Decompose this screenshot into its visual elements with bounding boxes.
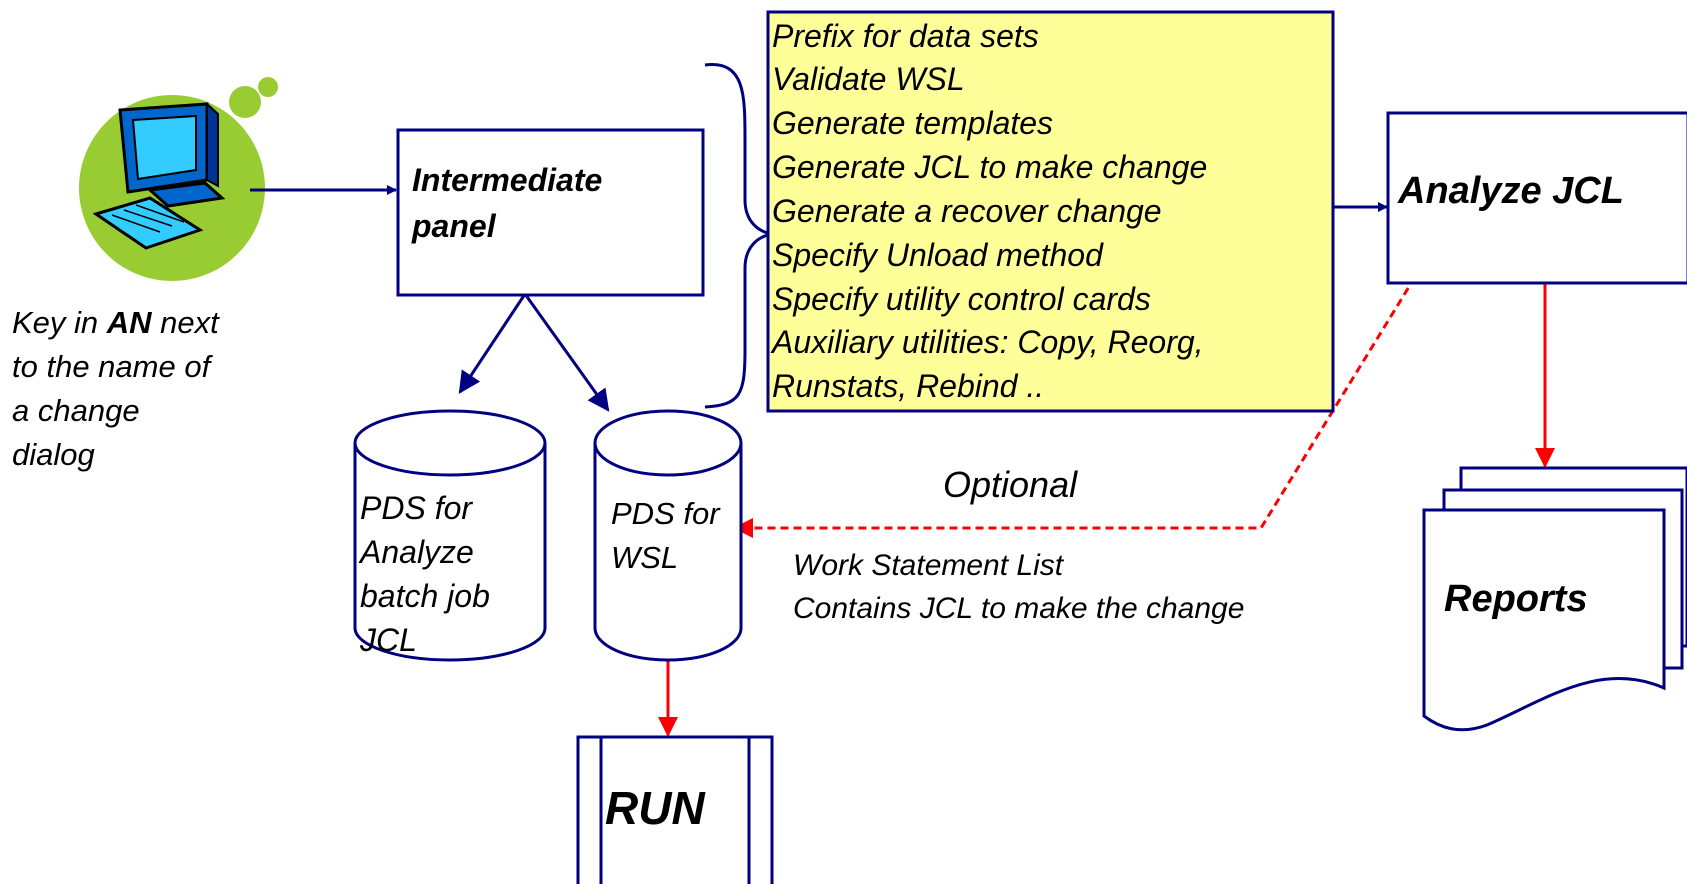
analyze-jcl-label: Analyze JCL [1397,170,1624,212]
pds-analyze-label: Analyze [358,534,474,570]
wsl-note-line: Contains JCL to make the change [793,592,1244,625]
arrow-panel-to-pds-analyze [458,293,527,394]
option-item: Runstats, Rebind .. [772,368,1044,404]
user-note-line: Key in AN next [12,305,220,340]
intermediate-panel-box: Intermediate panel [396,128,705,297]
pds-analyze-label: PDS for [360,490,473,526]
options-brace [704,63,774,409]
option-item: Specify Unload method [772,237,1104,273]
pds-wsl-cylinder: PDS for WSL [593,409,743,662]
optional-label: Optional [943,464,1078,505]
pds-wsl-label: WSL [611,540,678,575]
wsl-note-line: Work Statement List [793,549,1065,582]
option-item: Generate templates [772,105,1053,141]
user-note-line: dialog [12,437,95,472]
pds-analyze-cylinder: PDS for Analyze batch job JCL [353,409,547,662]
reports-label: Reports [1444,578,1588,620]
pds-analyze-label: JCL [359,622,417,658]
user-note-line: a change [12,393,140,428]
option-item: Auxiliary utilities: Copy, Reorg, [770,324,1204,360]
pds-analyze-label: batch job [360,578,490,614]
computer-icon [79,77,278,281]
option-item: Generate a recover change [772,193,1162,229]
option-item: Prefix for data sets [772,18,1039,54]
option-item: Specify utility control cards [772,281,1151,317]
intermediate-panel-label: Intermediate [412,162,602,198]
arrow-panel-to-pds-wsl [523,293,610,412]
option-item: Generate JCL to make change [772,149,1207,185]
run-process: RUN [576,735,774,884]
run-label: RUN [605,782,705,834]
options-note: Prefix for data sets Validate WSL Genera… [766,10,1335,413]
option-item: Validate WSL [772,61,965,97]
user-instruction-note: Key in AN next to the name of a change d… [12,305,220,472]
intermediate-panel-label-line2: panel [411,208,497,244]
analyze-jcl-box: Analyze JCL [1386,111,1687,285]
user-note-line: to the name of [12,349,214,384]
reports-stack: Reports [1422,466,1687,732]
pds-wsl-label: PDS for [611,496,721,531]
optional-dashed-arrow [733,276,1417,538]
